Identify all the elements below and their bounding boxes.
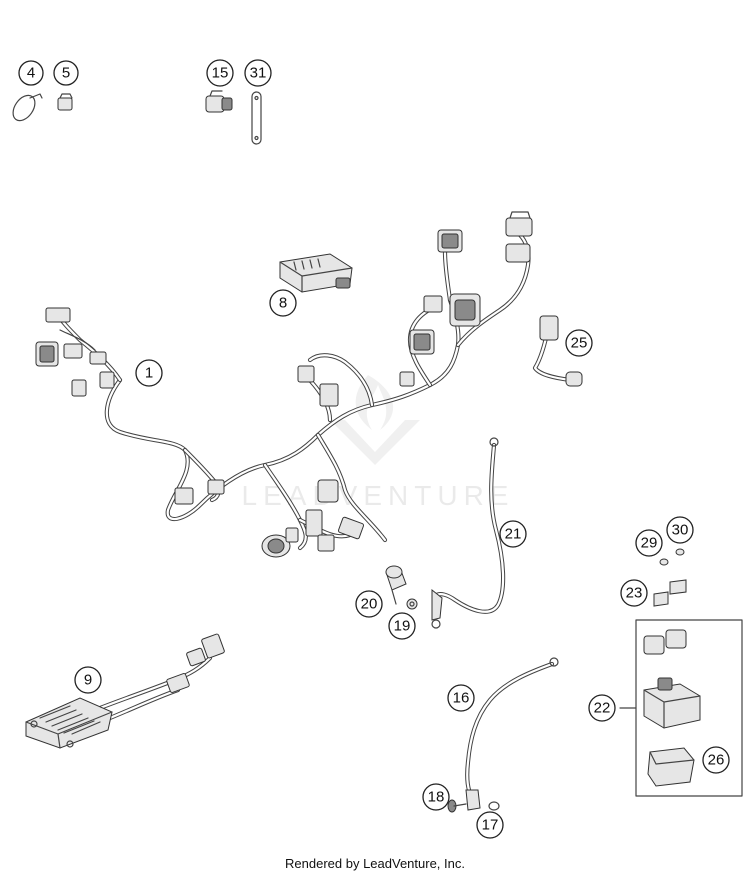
clip-part [653,579,687,607]
voltage-regulator-part [25,633,225,749]
svg-text:23: 23 [626,585,643,602]
sensor-part [532,315,583,387]
svg-text:29: 29 [641,535,658,552]
svg-text:9: 9 [84,672,92,689]
callout-23: 23 [620,579,648,607]
bolt-part [385,565,407,605]
svg-text:21: 21 [505,526,522,543]
wiring-harness-part [35,211,533,558]
svg-text:5: 5 [62,65,70,82]
starter-relay-group [619,619,743,797]
svg-text:25: 25 [571,335,588,352]
small-connector-part [57,93,73,111]
callout-26: 26 [702,746,730,774]
callout-8: 8 [269,289,297,317]
svg-text:30: 30 [672,522,689,539]
svg-text:31: 31 [250,65,267,82]
svg-text:18: 18 [428,789,445,806]
callout-5: 5 [53,60,79,86]
callout-1: 1 [135,359,163,387]
callout-19: 19 [388,612,416,640]
callout-16: 16 [447,684,475,712]
strap-part [251,91,262,145]
small-screw-part [659,548,685,566]
callout-17: 17 [476,811,504,839]
svg-text:22: 22 [594,700,611,717]
callout-4: 4 [18,60,44,86]
svg-text:17: 17 [482,817,499,834]
svg-text:16: 16 [453,690,470,707]
callout-21: 21 [499,520,527,548]
svg-text:4: 4 [27,65,35,82]
svg-text:20: 20 [361,596,378,613]
callout-25: 25 [565,329,593,357]
callout-29: 29 [635,529,663,557]
svg-text:8: 8 [279,295,287,312]
nut-part [406,598,418,610]
screw-part [447,799,467,813]
watermark-text: LEADVENTURE [242,480,515,511]
switch-part [205,90,233,113]
battery-cable-part [465,657,559,811]
svg-text:1: 1 [145,365,153,382]
footer-credit: Rendered by LeadVenture, Inc. [285,856,465,871]
svg-text:15: 15 [212,65,229,82]
callout-20: 20 [355,590,383,618]
callout-31: 31 [244,59,272,87]
svg-text:19: 19 [394,618,411,635]
callout-22: 22 [588,694,616,722]
control-unit-part [279,253,353,293]
ground-cable-part [431,437,506,629]
callout-30: 30 [666,516,694,544]
callout-15: 15 [206,59,234,87]
svg-text:26: 26 [708,752,725,769]
callout-9: 9 [74,666,102,694]
callout-18: 18 [422,783,450,811]
cable-tie-part [12,93,43,122]
washer-part [488,801,500,811]
